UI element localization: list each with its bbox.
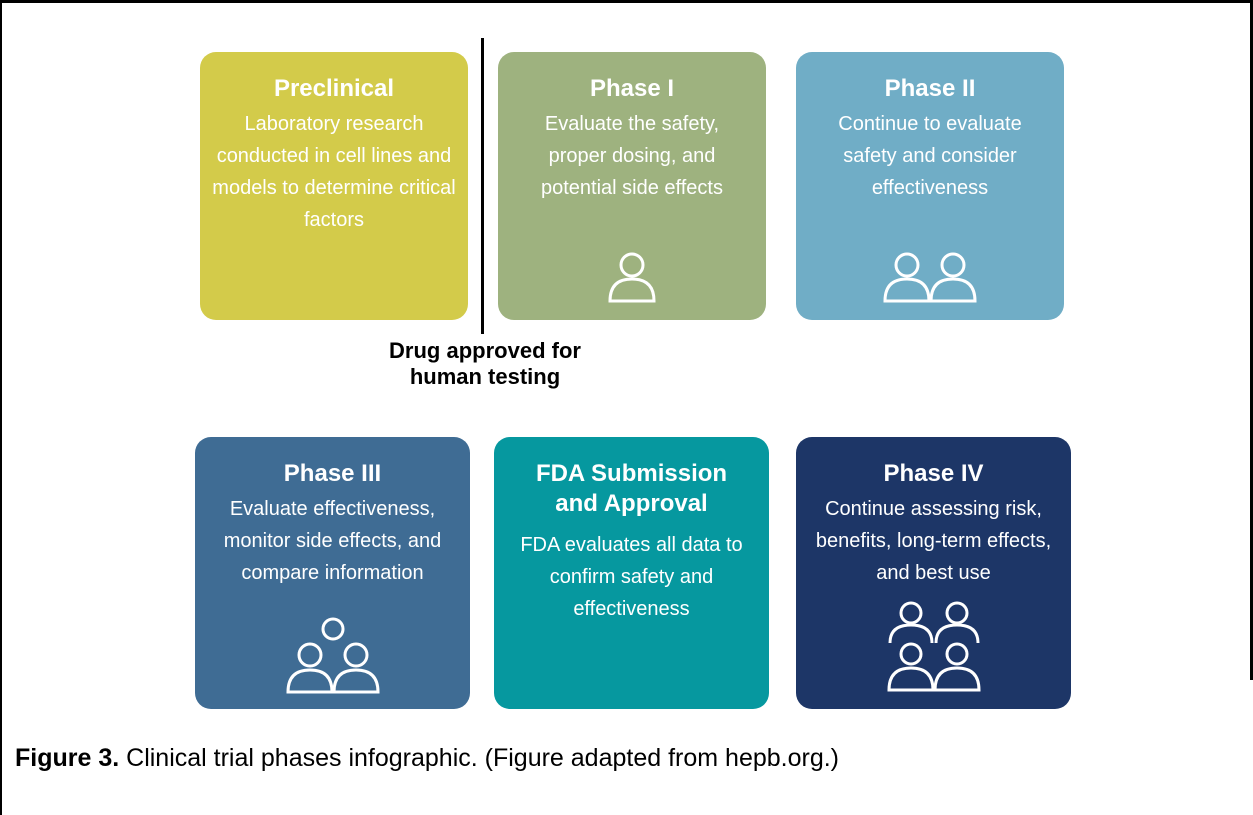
three-people-icon: [285, 617, 380, 694]
card-phase-2: Phase II Continue to evaluate safety and…: [796, 52, 1064, 320]
card-title: Phase I: [589, 75, 675, 102]
two-people-icon: [883, 252, 977, 303]
card-title: Phase II: [884, 75, 976, 102]
card-phase-4: Phase IV Continue assessing risk, benefi…: [796, 437, 1071, 709]
card-title: Preclinical: [273, 75, 395, 102]
card-preclinical: Preclinical Laboratory research conducte…: [200, 52, 468, 320]
figure-caption: Figure 3. Clinical trial phases infograp…: [15, 744, 839, 773]
four-people-icon: [886, 601, 981, 692]
card-phase-1: Phase I Evaluate the safety, proper dosi…: [498, 52, 766, 320]
frame-right-border: [1250, 0, 1253, 680]
approval-label: Drug approved for human testing: [389, 338, 581, 389]
card-body: Continue to evaluate safety and consider…: [838, 113, 1022, 199]
caption-label: Figure 3.: [15, 744, 120, 772]
card-title: FDA Submission and Approval: [535, 460, 728, 517]
approval-divider-line: [481, 38, 484, 334]
frame-top-border: [0, 0, 1253, 3]
card-fda-submission: FDA Submission and Approval FDA evaluate…: [494, 437, 769, 709]
card-body: FDA evaluates all data to confirm safety…: [520, 534, 743, 620]
card-title: Phase III: [283, 460, 382, 487]
card-body: Evaluate effectiveness, monitor side eff…: [223, 498, 442, 584]
frame-left-border: [0, 0, 2, 815]
card-body: Laboratory research conducted in cell li…: [212, 113, 456, 231]
card-body: Continue assessing risk, benefits, long-…: [815, 498, 1052, 584]
person-icon: [608, 252, 656, 303]
card-phase-3: Phase III Evaluate effectiveness, monito…: [195, 437, 470, 709]
caption-text: Clinical trial phases infographic. (Figu…: [119, 744, 839, 772]
card-title: Phase IV: [883, 460, 984, 487]
card-body: Evaluate the safety, proper dosing, and …: [541, 113, 723, 199]
